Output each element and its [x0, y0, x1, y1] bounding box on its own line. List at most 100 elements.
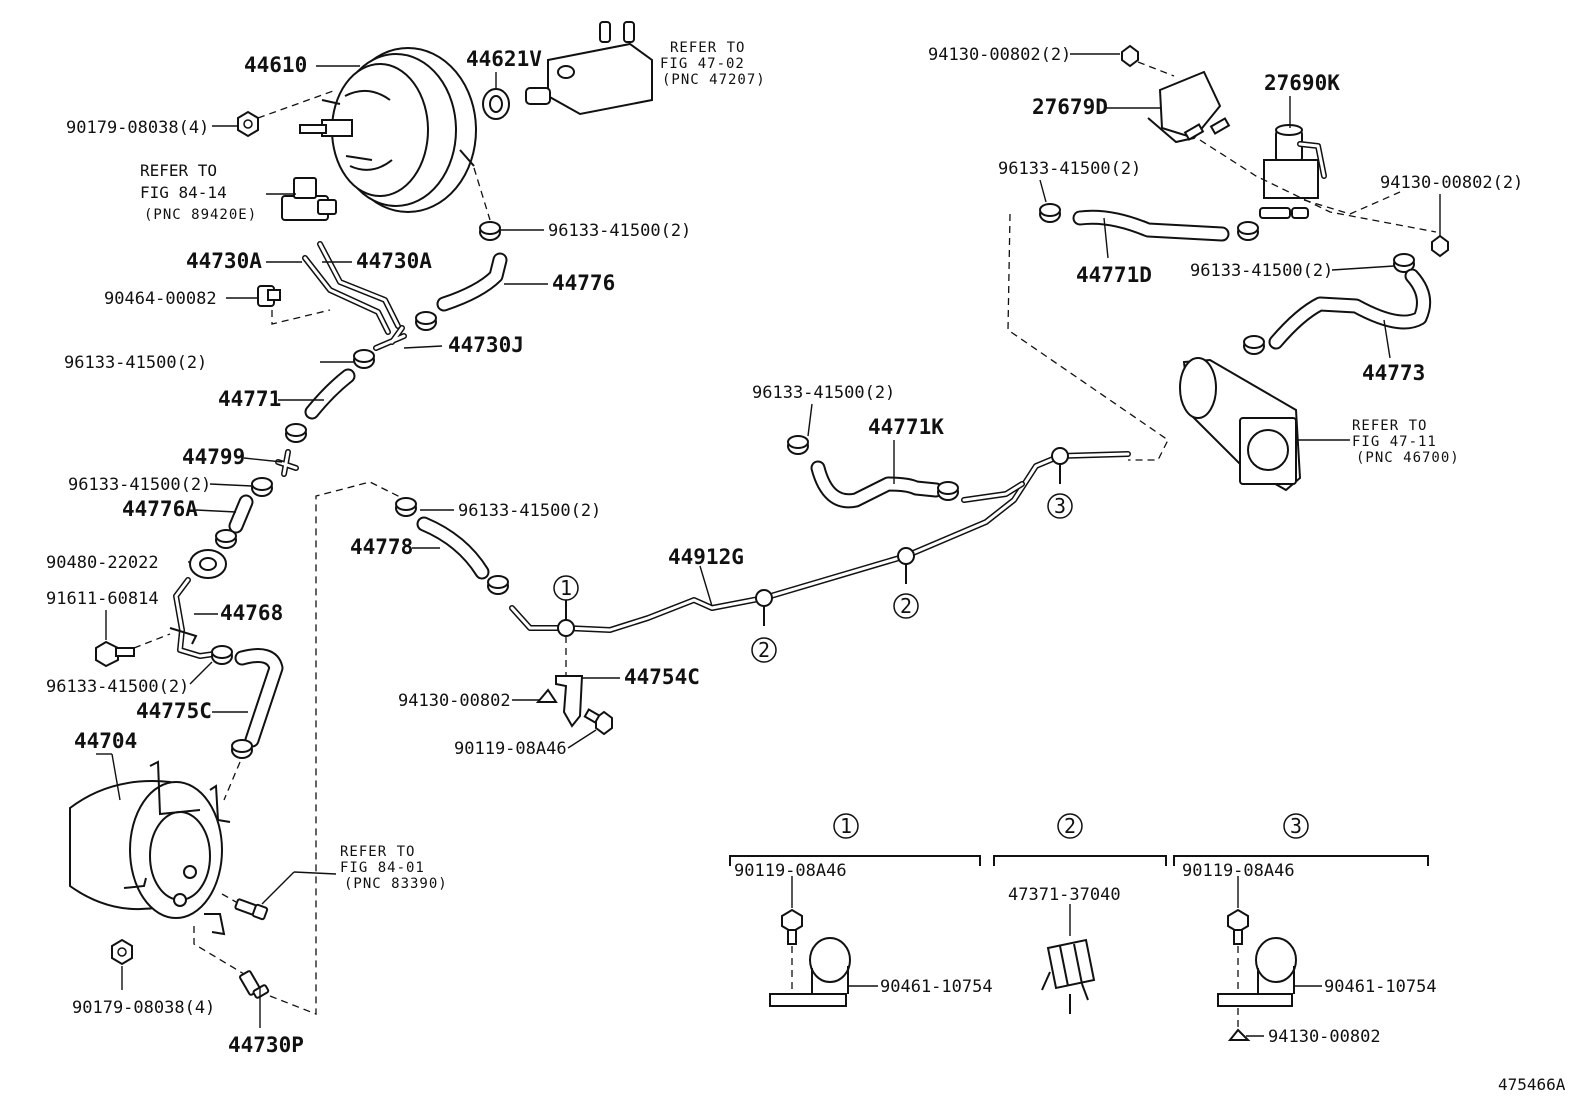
hose-44778[interactable] — [416, 516, 490, 580]
label-44730a-right[interactable]: 44730A — [356, 249, 432, 273]
label-44610[interactable]: 44610 — [244, 53, 307, 77]
label-96133-g[interactable]: 96133-41500(2) — [998, 159, 1141, 179]
label-44776a[interactable]: 44776A — [122, 497, 198, 521]
label-94130-b[interactable]: 94130-00802(2) — [928, 45, 1071, 65]
label-key1-clamp[interactable]: 90461-10754 — [880, 977, 993, 997]
label-44730p[interactable]: 44730P — [228, 1033, 304, 1057]
hose-44771d[interactable] — [1072, 209, 1230, 242]
vsv-27690k[interactable] — [1259, 124, 1327, 219]
hose-clamp-96133-k[interactable] — [1039, 203, 1061, 223]
hose-44776a[interactable] — [228, 494, 254, 534]
ref-note-fig-84-14[interactable]: REFER TO FIG 84-14 (PNC 89420E) — [140, 161, 257, 223]
key3-bolt[interactable] — [1227, 908, 1249, 945]
bolt-91611[interactable] — [95, 640, 135, 668]
bolt-90119-a[interactable] — [583, 708, 613, 736]
nut-94130-c[interactable] — [1431, 234, 1449, 258]
label-44621v[interactable]: 44621V — [466, 47, 542, 71]
hose-clamp-96133-c2[interactable] — [215, 529, 237, 549]
label-90480[interactable]: 90480-22022 — [46, 553, 159, 573]
hose-44775c[interactable] — [234, 648, 284, 748]
hose-clamp-96133-e[interactable] — [231, 739, 253, 759]
label-96133-a[interactable]: 96133-41500(2) — [64, 353, 207, 373]
seal-44621v[interactable] — [482, 88, 510, 120]
ref-note-fig-47-02[interactable]: REFER TO FIG 47-02 (PNC 47207) — [660, 40, 766, 88]
pipe-44768[interactable] — [169, 577, 217, 659]
key1-clamp[interactable] — [769, 937, 851, 1007]
label-94130-c[interactable]: 94130-00802(2) — [1380, 173, 1523, 193]
label-44773[interactable]: 44773 — [1362, 361, 1425, 385]
nut-90179-upper[interactable] — [237, 110, 259, 138]
hose-clamp-96133-i[interactable] — [787, 435, 809, 455]
bracket-44754c[interactable] — [555, 675, 584, 728]
label-44730j[interactable]: 44730J — [448, 333, 524, 357]
hose-clamp-96133-a[interactable] — [353, 349, 375, 369]
label-96133-e[interactable]: 96133-41500(2) — [458, 501, 601, 521]
label-27690k[interactable]: 27690K — [1264, 71, 1340, 95]
label-96133-b[interactable]: 96133-41500(2) — [68, 475, 211, 495]
label-44778[interactable]: 44778 — [350, 535, 413, 559]
union-44730p[interactable] — [239, 970, 270, 999]
label-90179-upper[interactable]: 90179-08038(4) — [66, 118, 209, 138]
label-91611[interactable]: 91611-60814 — [46, 589, 159, 609]
label-90119-a[interactable]: 90119-08A46 — [454, 739, 567, 759]
label-44771d[interactable]: 44771D — [1076, 263, 1152, 287]
label-44799[interactable]: 44799 — [182, 445, 245, 469]
label-96133-f[interactable]: 96133-41500(2) — [752, 383, 895, 403]
svg-text:(PNC 83390): (PNC 83390) — [344, 876, 448, 892]
label-key3-bolt[interactable]: 90119-08A46 — [1182, 861, 1295, 881]
grommet-90480[interactable] — [189, 549, 227, 579]
key3-nut[interactable] — [1227, 1028, 1251, 1041]
label-27679d[interactable]: 27679D — [1032, 95, 1108, 119]
key1-bolt[interactable] — [781, 908, 803, 945]
hose-clamp-96133-b[interactable] — [285, 423, 307, 443]
label-key3-nut[interactable]: 94130-00802 — [1268, 1027, 1381, 1047]
label-44776[interactable]: 44776 — [552, 271, 615, 295]
vacuum-pipe-44730a[interactable] — [302, 241, 401, 335]
label-key2-clip[interactable]: 47371-37040 — [1008, 885, 1121, 905]
callout-3-a: 3 — [1054, 494, 1066, 518]
key3-clamp[interactable] — [1217, 937, 1297, 1007]
label-90464[interactable]: 90464-00082 — [104, 289, 217, 309]
nut-94130-a[interactable] — [535, 688, 558, 703]
bracket-27679d[interactable] — [1147, 70, 1231, 144]
label-44730a-left[interactable]: 44730A — [186, 249, 262, 273]
ref-note-fig-47-11[interactable]: REFER TO FIG 47-11 (PNC 46700) — [1352, 418, 1460, 466]
hose-clamp-96133-c[interactable] — [251, 477, 273, 497]
hose-clamp-96133-n[interactable] — [1243, 335, 1265, 355]
nut-94130-b[interactable] — [1121, 44, 1139, 68]
hose-44771[interactable] — [304, 368, 356, 420]
label-44768[interactable]: 44768 — [220, 601, 283, 625]
tee-44799[interactable] — [275, 449, 299, 477]
label-96133-d[interactable]: 96133-41500(2) — [548, 221, 691, 241]
hose-clamp-96133-l[interactable] — [1237, 221, 1259, 241]
hose-clamp-96133-m[interactable] — [1393, 253, 1415, 273]
label-44754c[interactable]: 44754C — [624, 665, 700, 689]
label-96133-c[interactable]: 96133-41500(2) — [46, 677, 189, 697]
label-44912g[interactable]: 44912G — [668, 545, 744, 569]
label-94130-a[interactable]: 94130-00802 — [398, 691, 511, 711]
hose-clamp-96133-g[interactable] — [395, 497, 417, 517]
hose-clamp-96133-d[interactable] — [211, 645, 233, 665]
hose-clamp-96133-f[interactable] — [479, 221, 501, 241]
label-44775c[interactable]: 44775C — [136, 699, 212, 723]
union-44730j[interactable] — [373, 325, 407, 351]
label-key3-clamp[interactable]: 90461-10754 — [1324, 977, 1437, 997]
nut-90179-lower[interactable] — [111, 938, 133, 966]
hose-44776[interactable] — [436, 252, 508, 312]
ref-note-fig-84-01[interactable]: REFER TO FIG 84-01 (PNC 83390) — [340, 844, 448, 892]
label-90179-lower[interactable]: 90179-08038(4) — [72, 998, 215, 1018]
hose-clamp-96133-j[interactable] — [937, 481, 959, 501]
hose-clamp-96133-a2[interactable] — [415, 311, 437, 331]
label-44704[interactable]: 44704 — [74, 729, 137, 753]
hose-clamp-96133-h[interactable] — [487, 575, 509, 595]
hose-44771k[interactable] — [810, 460, 944, 509]
brake-booster-44610[interactable] — [299, 47, 477, 213]
label-44771k[interactable]: 44771K — [868, 415, 944, 439]
hose-44773[interactable] — [1268, 268, 1432, 350]
vacuum-tank-44704[interactable] — [69, 760, 231, 936]
key2-clip[interactable] — [1041, 938, 1096, 1014]
label-key1-bolt[interactable]: 90119-08A46 — [734, 861, 847, 881]
clamp-90464[interactable] — [257, 285, 281, 307]
label-96133-h[interactable]: 96133-41500(2) — [1190, 261, 1333, 281]
label-44771[interactable]: 44771 — [218, 387, 281, 411]
